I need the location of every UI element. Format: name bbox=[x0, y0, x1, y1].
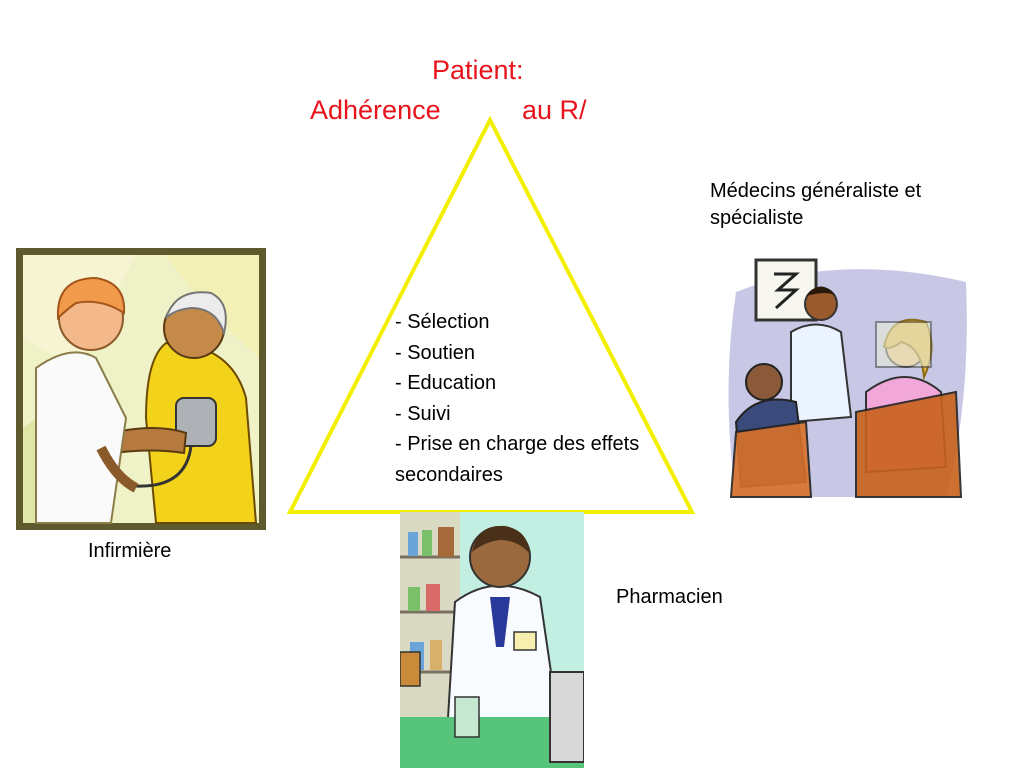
task-item: - Suivi bbox=[395, 402, 451, 425]
task-item: - Prise en charge des effets secondaires bbox=[395, 433, 640, 486]
task-item: - Education bbox=[395, 372, 497, 394]
doctors-illustration-icon bbox=[728, 258, 967, 498]
label-doctors: Médecins généraliste et spécialiste bbox=[710, 180, 922, 229]
task-item: - Soutien bbox=[395, 341, 476, 364]
title-patient: Patient: bbox=[432, 55, 524, 85]
label-nurse: Infirmière bbox=[88, 540, 172, 562]
nurse-illustration-icon bbox=[16, 248, 266, 530]
task-list: - Sélection - Soutien - Education - Suiv… bbox=[395, 307, 655, 490]
pharmacist-illustration-icon bbox=[400, 512, 584, 768]
title-adherence: Adhérence bbox=[310, 95, 441, 125]
label-pharmacist: Pharmacien bbox=[616, 586, 723, 608]
title-treatment: au R/ bbox=[522, 95, 587, 125]
task-item: - Sélection bbox=[395, 311, 490, 333]
